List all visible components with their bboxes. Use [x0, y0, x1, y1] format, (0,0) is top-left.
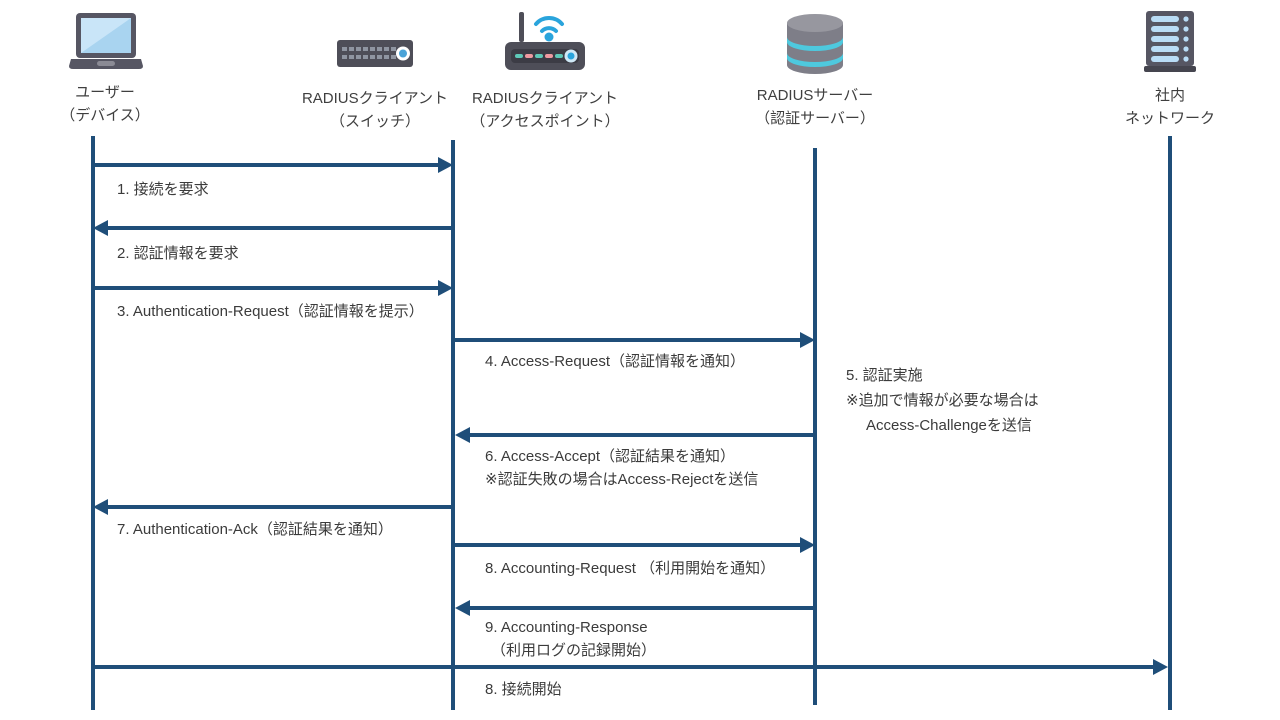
message-9-label: 9. Accounting-Response （利用ログの記録開始） [485, 619, 657, 659]
message-10-label: 8. 接続開始 [485, 681, 562, 698]
arrow-message-4 [455, 332, 815, 348]
arrowhead-left-icon [455, 427, 470, 443]
arrowhead-right-icon [1153, 659, 1168, 675]
arrowhead-right-icon [438, 157, 453, 173]
message-5-note: 5. 認証実施 ※追加で情報が必要な場合は Access-Challengeを送… [846, 367, 1039, 434]
lifeline-radius-client [451, 140, 455, 710]
lifeline-corporate-network [1168, 136, 1172, 710]
actor-label-radius-client-ap: RADIUSクライアント（アクセスポイント） [470, 90, 620, 130]
message-7-label: 7. Authentication-Ack（認証結果を通知） [117, 521, 393, 538]
message-1-label: 1. 接続を要求 [117, 181, 209, 198]
arrow-message-6 [455, 427, 813, 443]
arrow-message-7 [93, 499, 453, 515]
arrow-message-9 [455, 600, 813, 616]
arrowhead-right-icon [438, 280, 453, 296]
message-8-label: 8. Accounting-Request （利用開始を通知） [485, 560, 776, 577]
lifeline-radius-server [813, 148, 817, 705]
arrow-message-1 [93, 157, 453, 173]
arrow-message-8 [455, 537, 815, 553]
message-4-label: 4. Access-Request（認証情報を通知） [485, 353, 746, 370]
lifeline-user [91, 136, 95, 710]
actor-label-radius-client-switch: RADIUSクライアント（スイッチ） [301, 90, 449, 130]
message-3-label: 3. Authentication-Request（認証情報を提示） [117, 303, 424, 320]
actor-label-radius-server: RADIUSサーバー（認証サーバー） [755, 87, 875, 127]
database-icon [785, 13, 845, 75]
actor-label-corporate-network: 社内ネットワーク [1124, 87, 1215, 127]
switch-icon [337, 40, 413, 67]
arrowhead-left-icon [93, 220, 108, 236]
arrowhead-right-icon [800, 537, 815, 553]
arrow-message-3 [93, 280, 453, 296]
laptop-icon [69, 13, 143, 75]
arrow-message-10 [93, 659, 1168, 675]
server-rack-icon [1144, 11, 1196, 72]
message-2-label: 2. 認証情報を要求 [117, 245, 239, 262]
arrowhead-right-icon [800, 332, 815, 348]
arrowhead-left-icon [455, 600, 470, 616]
arrowhead-left-icon [93, 499, 108, 515]
access-point-icon [505, 10, 585, 72]
arrow-message-2 [93, 220, 453, 236]
message-6-label: 6. Access-Accept（認証結果を通知） ※認証失敗の場合はAcces… [485, 448, 759, 488]
actor-label-user: ユーザー（デバイス） [60, 84, 150, 124]
